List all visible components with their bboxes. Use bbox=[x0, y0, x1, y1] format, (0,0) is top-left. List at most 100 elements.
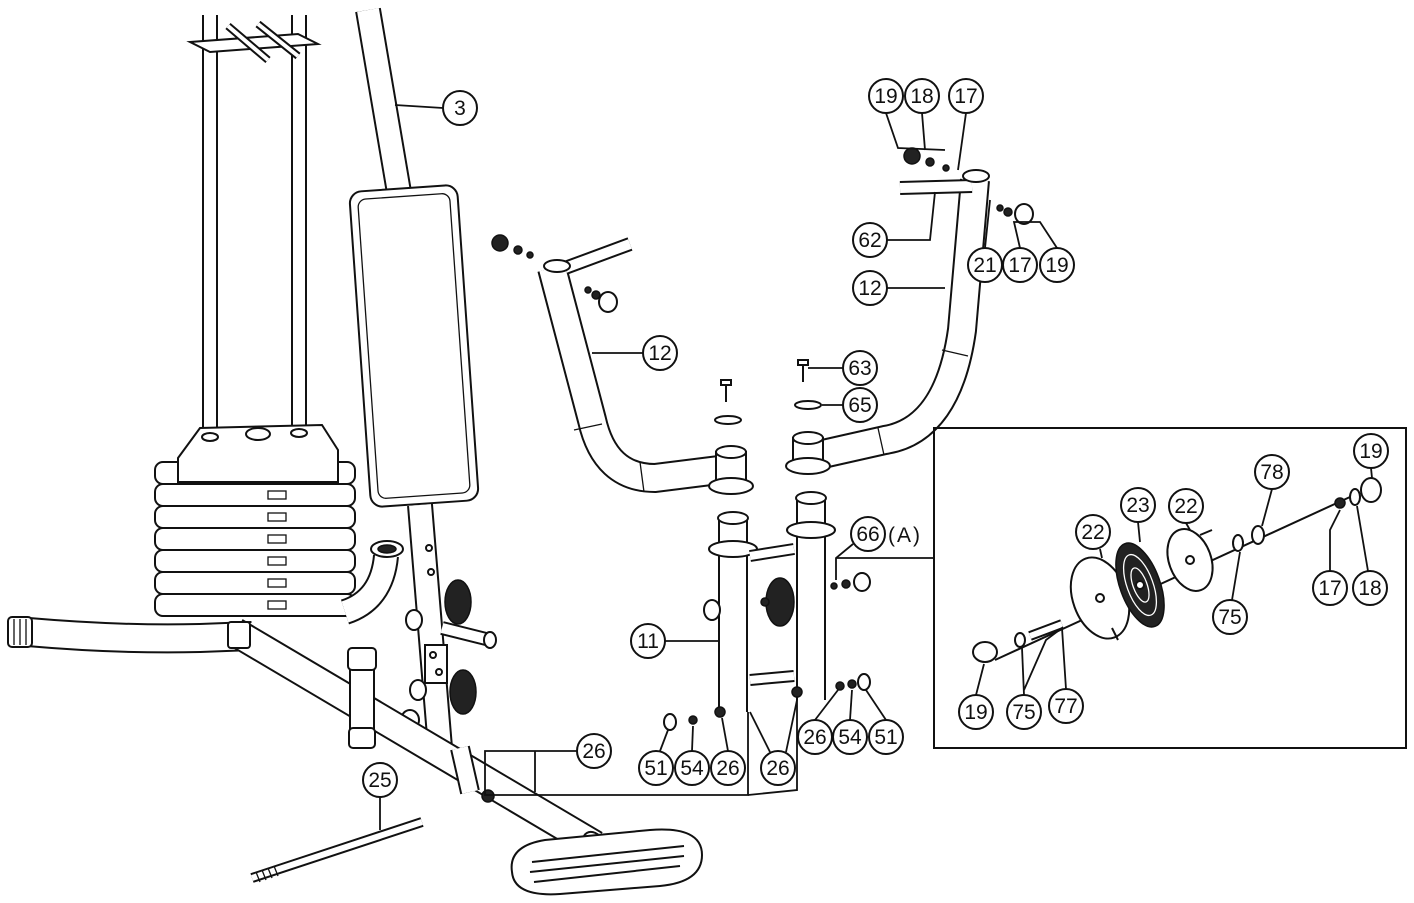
inset-frame bbox=[933, 427, 1407, 749]
callout-label: 19 bbox=[1359, 440, 1382, 463]
seat-post bbox=[400, 503, 497, 750]
backrest-pad bbox=[348, 184, 480, 508]
press-arm-left bbox=[491, 234, 754, 495]
callout-bolt-26: 26 bbox=[760, 750, 796, 786]
callout-label: 26 bbox=[716, 757, 739, 780]
callout-post: 3 bbox=[442, 90, 478, 126]
callout-label: 66 bbox=[856, 523, 879, 546]
callout-label: 22 bbox=[1081, 521, 1104, 544]
callout-label: 63 bbox=[848, 357, 871, 380]
callout-label: 23 bbox=[1126, 494, 1149, 517]
pivot-cylinder bbox=[347, 647, 377, 749]
detail-callout-nut: 17 bbox=[1312, 570, 1348, 606]
callout-label: 3 bbox=[454, 97, 466, 120]
callout-label: 75 bbox=[1012, 701, 1035, 724]
callout-top-nut: 17 bbox=[948, 78, 984, 114]
callout-washer-54: 54 bbox=[674, 750, 710, 786]
callout-label: 17 bbox=[1318, 577, 1341, 600]
callout-side-cap: 19 bbox=[1039, 247, 1075, 283]
guide-rods bbox=[202, 15, 307, 445]
callout-label: 62 bbox=[858, 229, 881, 252]
callout-label: 18 bbox=[1358, 577, 1381, 600]
callout-label: 12 bbox=[858, 277, 881, 300]
callout-label: 18 bbox=[910, 85, 933, 108]
callout-label: 17 bbox=[1008, 254, 1031, 277]
callout-label: 19 bbox=[1045, 254, 1068, 277]
bushing bbox=[1251, 525, 1265, 545]
press-arm-right bbox=[785, 147, 1034, 475]
top-rod-bracket bbox=[186, 20, 322, 64]
detail-callout-cap: 19 bbox=[958, 694, 994, 730]
foot-plate bbox=[510, 828, 704, 896]
upright-post bbox=[355, 7, 415, 213]
nut bbox=[1334, 497, 1346, 509]
callout-label: 21 bbox=[973, 254, 996, 277]
weight-stack bbox=[154, 423, 356, 617]
callout-bolt: 21 bbox=[967, 247, 1003, 283]
spacer bbox=[1232, 534, 1244, 552]
callout-bolt-top: 63 bbox=[842, 350, 878, 386]
callout-label: 19 bbox=[874, 85, 897, 108]
callout-label: 12 bbox=[648, 342, 671, 365]
callout-label: 11 bbox=[637, 630, 659, 653]
callout-cap-51: 51 bbox=[868, 719, 904, 755]
spacer bbox=[1014, 632, 1026, 648]
callout-side-nut: 17 bbox=[1002, 247, 1038, 283]
leader-lines bbox=[379, 104, 1058, 830]
callout-label: 51 bbox=[644, 757, 667, 780]
detail-callout-pulley: 23 bbox=[1120, 487, 1156, 523]
callout-handle: 62 bbox=[852, 222, 888, 258]
detail-callout-spacer: 75 bbox=[1006, 694, 1042, 730]
detail-callout-spacer: 75 bbox=[1212, 599, 1248, 635]
rod bbox=[250, 817, 424, 883]
detail-callout-washer: 18 bbox=[1352, 570, 1388, 606]
callout-label: 77 bbox=[1054, 695, 1077, 718]
callout-label: 19 bbox=[964, 701, 987, 724]
callout-pulley-assembly: 66 bbox=[850, 516, 886, 552]
callout-label: 26 bbox=[766, 757, 789, 780]
end-cap bbox=[972, 641, 998, 663]
callout-cap-51: 51 bbox=[638, 750, 674, 786]
pulley bbox=[765, 577, 795, 627]
detail-callout-sleeve: 77 bbox=[1048, 688, 1084, 724]
callout-label: 26 bbox=[582, 740, 605, 763]
fasteners bbox=[663, 572, 871, 731]
callout-top-cap: 19 bbox=[868, 78, 904, 114]
callout-label: 25 bbox=[368, 769, 391, 792]
callout-label: 78 bbox=[1260, 461, 1283, 484]
end-cap bbox=[1360, 477, 1382, 503]
callout-top-washer: 18 bbox=[904, 78, 940, 114]
washer bbox=[1349, 488, 1361, 506]
callout-bolt-26: 26 bbox=[797, 719, 833, 755]
detail-callout-plate: 22 bbox=[1168, 488, 1204, 524]
bolts-washers bbox=[714, 359, 822, 425]
callout-label: 54 bbox=[680, 757, 704, 780]
callout-label: 65 bbox=[848, 394, 871, 417]
detail-callout-cap: 19 bbox=[1353, 433, 1389, 469]
callout-label: 22 bbox=[1174, 495, 1197, 518]
callout-rod: 25 bbox=[362, 762, 398, 798]
pulley bbox=[444, 579, 472, 625]
base-tube-left bbox=[7, 616, 253, 654]
stack-side-handle bbox=[340, 540, 404, 625]
pulley bbox=[449, 669, 477, 715]
callout-arm-right: 12 bbox=[852, 270, 888, 306]
callout-washer-54: 54 bbox=[832, 719, 868, 755]
callout-bolt-26: 26 bbox=[576, 733, 612, 769]
detail-callout-bushing: 78 bbox=[1254, 454, 1290, 490]
callout-label: 17 bbox=[954, 85, 977, 108]
callout-label: 54 bbox=[838, 726, 862, 749]
callout-label: 51 bbox=[874, 726, 897, 749]
pulley-column bbox=[703, 491, 836, 712]
callout-washer-top: 65 bbox=[842, 387, 878, 423]
callout-label: 26 bbox=[803, 726, 826, 749]
callout-bolt-26: 26 bbox=[710, 750, 746, 786]
detail-inset bbox=[933, 427, 1407, 749]
callout-label: 75 bbox=[1218, 606, 1241, 629]
callout-arm-left: 12 bbox=[642, 335, 678, 371]
detail-reference: (A) bbox=[888, 524, 922, 547]
callout-column: 11 bbox=[630, 623, 666, 659]
detail-callout-plate: 22 bbox=[1075, 514, 1111, 550]
axle bbox=[994, 496, 1351, 661]
